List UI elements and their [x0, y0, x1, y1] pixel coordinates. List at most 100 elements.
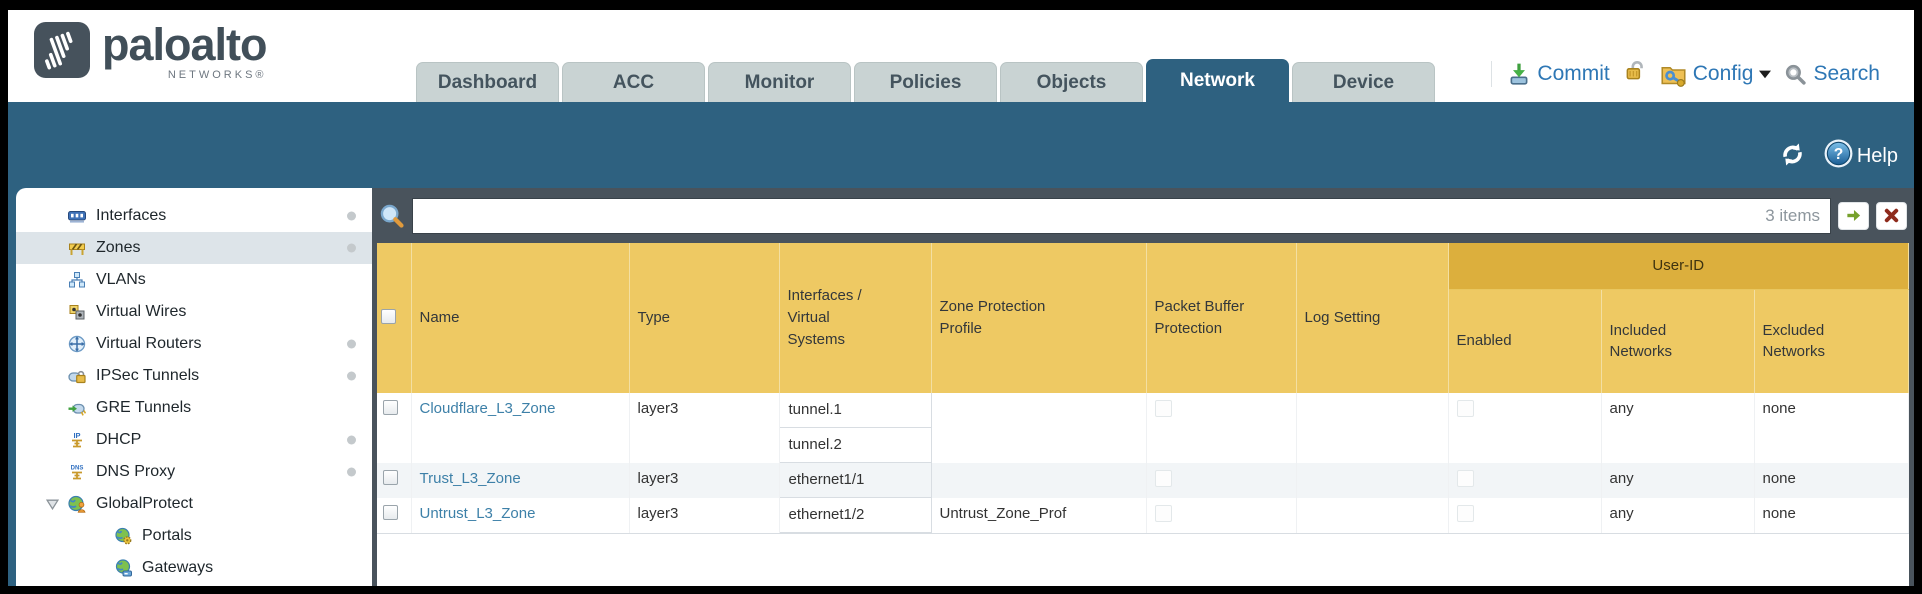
included-networks-value: any [1609, 470, 1634, 487]
virtual-routers-icon [68, 335, 88, 353]
status-dot [347, 435, 356, 445]
user-id-enabled-checkbox [1456, 400, 1474, 417]
zone-type: layer3 [637, 470, 679, 487]
refresh-icon [1779, 141, 1806, 174]
app-window: paloalto NETWORKS® Dashboard ACC Monitor… [8, 10, 1914, 586]
row-checkbox[interactable] [383, 470, 398, 485]
sidebar-item-portals[interactable]: Portals [16, 520, 372, 552]
commit-icon [1507, 62, 1531, 86]
help-icon: ? [1824, 139, 1853, 174]
row-checkbox[interactable] [383, 505, 398, 520]
excluded-networks-value: none [1762, 470, 1796, 487]
globalprotect-icon [68, 495, 88, 513]
dhcp-icon: IP [68, 431, 88, 449]
row-checkbox[interactable] [383, 400, 398, 415]
col-header-log-setting[interactable]: Log Setting [1296, 243, 1449, 393]
packet-buffer-checkbox [1154, 470, 1172, 487]
chevron-down-icon [1759, 69, 1772, 79]
table-group-header-row: Name Type Interfaces / Virtual Systems Z… [377, 243, 1909, 393]
lock-icon[interactable] [1623, 59, 1647, 89]
col-header-excluded-networks[interactable]: Excluded Networks [1754, 289, 1909, 393]
clear-filter-button[interactable] [1876, 201, 1907, 230]
help-button[interactable]: ? Help [1824, 139, 1898, 174]
col-header-zone-protection[interactable]: Zone Protection Profile [931, 243, 1147, 393]
col-header-interfaces[interactable]: Interfaces / Virtual Systems [779, 243, 932, 393]
actions-divider [1491, 61, 1493, 87]
main-content-row: Interfaces Zones [8, 188, 1914, 586]
col-header-enabled[interactable]: Enabled [1448, 289, 1602, 393]
network-nav-sidebar: Interfaces Zones [16, 188, 372, 586]
table-header-row: Enabled Included Networks Excluded Netwo… [377, 289, 1909, 393]
excluded-networks-value: none [1762, 505, 1796, 522]
sidebar-item-gre-tunnels[interactable]: GRE Tunnels [16, 392, 372, 424]
zones-content-pane: 3 items [372, 188, 1914, 586]
config-menu-button[interactable]: Config [1660, 61, 1772, 88]
status-dot [347, 371, 356, 381]
interface-entry: ethernet1/2 [779, 498, 931, 533]
sidebar-item-gateways[interactable]: Gateways [16, 552, 372, 584]
zones-icon [68, 239, 88, 257]
col-header-type[interactable]: Type [629, 243, 780, 393]
sidebar-item-globalprotect[interactable]: GlobalProtect [16, 488, 372, 520]
sidebar-item-dns-proxy[interactable]: DNS DNS Proxy [16, 456, 372, 488]
gateways-icon [114, 559, 134, 577]
green-arrow-icon [1845, 207, 1862, 224]
status-dot [347, 467, 356, 477]
tab-policies[interactable]: Policies [854, 62, 997, 102]
select-all-checkbox[interactable] [381, 308, 396, 324]
table-row: Trust_L3_Zone layer3 ethernet1/1 any non… [377, 463, 1909, 498]
dns-proxy-icon: DNS [68, 463, 88, 481]
col-group-user-id: User-ID [1448, 243, 1909, 290]
sidebar-item-virtual-wires[interactable]: Virtual Wires [16, 296, 372, 328]
zone-type: layer3 [637, 505, 679, 522]
tab-objects[interactable]: Objects [1000, 62, 1143, 102]
tab-device[interactable]: Device [1292, 62, 1435, 102]
sidebar-item-dhcp[interactable]: IP DHCP [16, 424, 372, 456]
packet-buffer-checkbox [1154, 505, 1172, 522]
zone-name-link[interactable]: Untrust_L3_Zone [419, 505, 536, 522]
refresh-button[interactable] [1779, 141, 1806, 174]
tab-acc[interactable]: ACC [562, 62, 705, 102]
user-id-enabled-checkbox [1456, 505, 1474, 522]
apply-filter-button[interactable] [1838, 201, 1869, 230]
excluded-networks-value: none [1762, 400, 1796, 417]
status-dot [347, 211, 356, 221]
filter-search-icon[interactable] [379, 203, 405, 229]
col-header-packet-buffer[interactable]: Packet Buffer Protection [1146, 243, 1297, 393]
sidebar-item-vlans[interactable]: VLANs [16, 264, 372, 296]
status-dot [347, 339, 356, 349]
app-header: paloalto NETWORKS® Dashboard ACC Monitor… [8, 10, 1914, 102]
col-header-name[interactable]: Name [411, 243, 630, 393]
filter-input[interactable] [412, 197, 1831, 234]
config-icon [1660, 61, 1687, 88]
zone-name-link[interactable]: Trust_L3_Zone [419, 470, 521, 487]
interface-entry: tunnel.2 [779, 428, 931, 463]
sidebar-item-virtual-routers[interactable]: Virtual Routers [16, 328, 372, 360]
tab-monitor[interactable]: Monitor [708, 62, 851, 102]
interface-entry: tunnel.1 [779, 393, 931, 428]
sidebar-item-zones[interactable]: Zones [16, 232, 372, 264]
tab-network[interactable]: Network [1146, 59, 1289, 102]
zone-name-link[interactable]: Cloudflare_L3_Zone [419, 400, 556, 417]
commit-button[interactable]: Commit [1507, 62, 1610, 86]
col-header-included-networks[interactable]: Included Networks [1601, 289, 1755, 393]
global-search-button[interactable]: Search [1784, 62, 1880, 86]
svg-text:IP: IP [73, 431, 80, 440]
interface-entry: ethernet1/1 [779, 463, 931, 498]
table-row: Untrust_L3_Zone layer3 ethernet1/2 Untru… [377, 498, 1909, 534]
sidebar-item-ipsec-tunnels[interactable]: IPSec Tunnels [16, 360, 372, 392]
expander-triangle-icon[interactable] [46, 499, 68, 510]
zones-table: Name Type Interfaces / Virtual Systems Z… [377, 243, 1909, 586]
vlans-icon [68, 271, 88, 289]
section-banner: ? Help [8, 102, 1914, 188]
svg-text:DNS: DNS [71, 466, 84, 472]
sidebar-item-interfaces[interactable]: Interfaces [16, 200, 372, 232]
included-networks-value: any [1609, 400, 1634, 417]
interfaces-icon [68, 207, 88, 225]
tab-dashboard[interactable]: Dashboard [416, 62, 559, 102]
status-dot [347, 243, 356, 253]
search-icon [1784, 63, 1807, 86]
portals-icon [114, 527, 134, 545]
table-row: Cloudflare_L3_Zone layer3 tunnel.1 tunne… [377, 393, 1909, 463]
